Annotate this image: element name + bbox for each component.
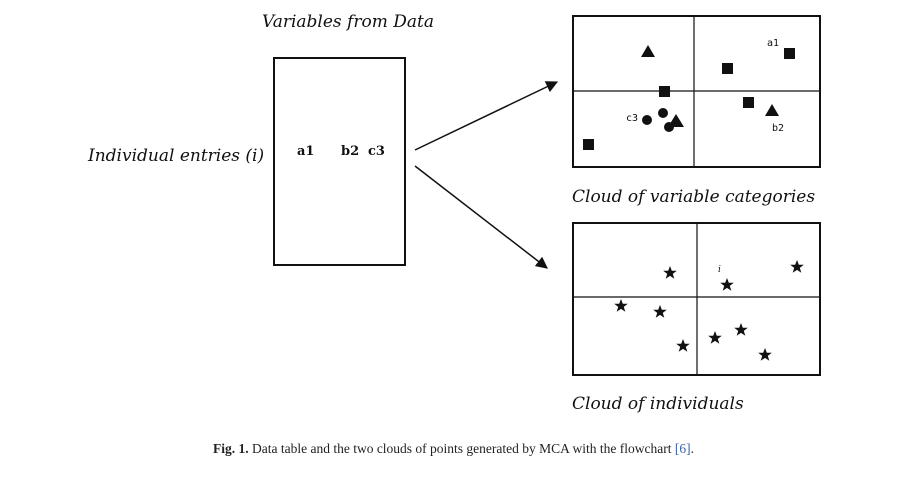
individual-star-point: [734, 323, 748, 336]
individual-star-point: [708, 331, 722, 344]
individual-star-point: [720, 278, 734, 291]
category-label-a1: a1: [767, 38, 779, 49]
individual-label-i: i: [718, 265, 721, 275]
individual-star-point: [614, 299, 628, 312]
category-triangle-point: [765, 104, 779, 116]
category-square-point: [583, 139, 594, 150]
data-table-box: [273, 57, 406, 266]
caption-figure-number: Fig. 1.: [212, 441, 249, 456]
category-square-point: [743, 97, 754, 108]
individual-star-point: [790, 260, 804, 273]
category-label-c3: c3: [626, 113, 638, 124]
cloud-categories-label: Cloud of variable categories: [572, 187, 816, 207]
figure-caption: Fig. 1. Data table and the two clouds of…: [0, 441, 907, 457]
category-circle-point: [642, 115, 652, 125]
individual-star-point: [663, 266, 677, 279]
individual-star-point: [676, 339, 690, 352]
category-triangle-point: [641, 45, 655, 57]
caption-reference-link[interactable]: [6]: [674, 441, 691, 456]
caption-text: Data table and the two clouds of points …: [248, 441, 675, 456]
individual-entries-label: Individual entries (i): [88, 146, 265, 166]
arrow-to-individuals: [414, 165, 548, 269]
arrow-to-categories: [414, 81, 559, 151]
category-square-point: [722, 63, 733, 74]
category-square-point: [659, 86, 670, 97]
category-circle-point: [664, 122, 674, 132]
variables-from-data-label: Variables from Data: [262, 12, 434, 32]
category-label-b2: b2: [772, 123, 784, 134]
category-square-point: [784, 48, 795, 59]
category-circle-point: [658, 108, 668, 118]
individual-star-point: [653, 305, 667, 318]
cloud-individuals-label: Cloud of individuals: [572, 394, 744, 414]
caption-end: .: [690, 441, 695, 456]
individual-star-point: [758, 348, 772, 361]
table-cell-c3: c3: [368, 144, 385, 159]
table-cell-b2: b2: [341, 144, 360, 159]
table-cell-a1: a1: [297, 144, 315, 159]
